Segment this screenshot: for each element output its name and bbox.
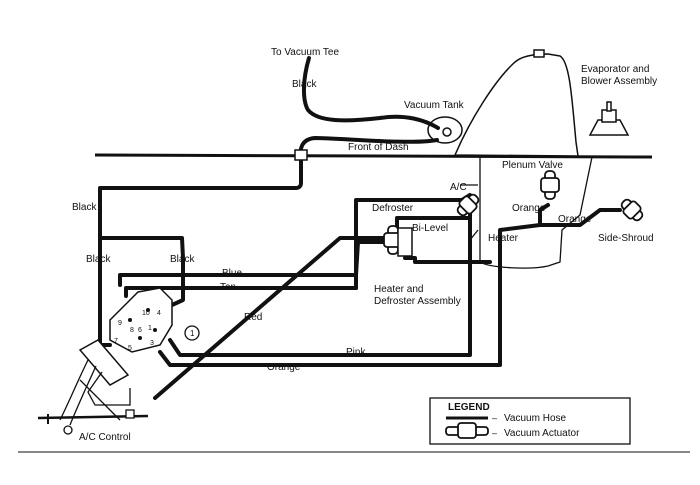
circle-1-marker: [184, 325, 200, 341]
heater-defroster-box: [397, 227, 413, 257]
ac-control-unit: [37, 339, 149, 435]
plenum-valve-actuator: [540, 170, 560, 200]
ac-actuator: [456, 193, 480, 217]
port-8-label: 8: [130, 327, 134, 334]
port-5-label: 5: [128, 345, 132, 352]
port-7-label: 7: [114, 338, 118, 345]
dash-grommet: [294, 149, 308, 161]
blower-stem: [606, 101, 612, 112]
label-black-top: Black: [292, 79, 317, 90]
side-shroud-actuator: [620, 198, 644, 222]
label-red: Red: [244, 312, 262, 323]
hose-network: [98, 56, 622, 400]
label-bi-level: Bi-Level: [412, 223, 448, 234]
label-evaporator-2: Blower Assembly: [581, 76, 657, 87]
label-plenum-valve: Plenum Valve: [502, 160, 563, 171]
vacuum-tank-port: [442, 127, 452, 137]
vacuum-switch: [109, 287, 173, 353]
label-heater: Heater: [488, 233, 519, 244]
label-front-of-dash: Front of Dash: [348, 142, 409, 153]
label-orange-bottom: Orange: [267, 362, 301, 373]
label-black-left-1: Black: [72, 202, 97, 213]
port-9-label: 9: [118, 320, 122, 327]
circle-1-label: 1: [190, 329, 195, 338]
blower-motor: [588, 119, 630, 136]
label-pink: Pink: [346, 347, 366, 358]
label-side-shroud: Side-Shroud: [598, 233, 654, 244]
label-to-vacuum-tee: To Vacuum Tee: [271, 47, 339, 58]
label-orange-plenum: Orange: [512, 203, 546, 214]
port-1-label: 1: [148, 325, 152, 332]
label-defroster: Defroster: [372, 203, 414, 214]
front-of-dash-line: [94, 153, 653, 159]
svg-text:–: –: [492, 413, 497, 423]
port-10-label: 10: [142, 310, 150, 317]
evaporator-top-nub: [533, 49, 545, 58]
port-3-label: 3: [150, 340, 154, 347]
label-tan: Tan: [220, 282, 236, 293]
label-black-right: Black: [170, 254, 195, 265]
label-heater-defroster-1: Heater and: [374, 284, 423, 295]
label-ac-control: A/C Control: [79, 432, 131, 443]
legend-actuator-label: Vacuum Actuator: [504, 428, 580, 439]
label-ac: A/C: [450, 182, 467, 193]
port-4-label: 4: [157, 310, 161, 317]
label-orange-side: Orange: [558, 214, 592, 225]
label-blue: Blue: [222, 268, 242, 279]
evaporator-housing: [453, 53, 579, 157]
label-vacuum-tank: Vacuum Tank: [404, 100, 465, 111]
label-black-left-2: Black: [86, 254, 111, 265]
legend-actuator-symbol: [445, 422, 489, 439]
legend-hose-label: Vacuum Hose: [504, 413, 567, 424]
svg-text:–: –: [492, 428, 497, 438]
blower-cap: [601, 109, 617, 123]
port-6-label: 6: [138, 327, 142, 334]
legend: LEGEND Vacuum Hose – – Vacuum Actuator: [429, 397, 631, 445]
label-evaporator-1: Evaporator and: [581, 64, 649, 75]
label-heater-defroster-2: Defroster Assembly: [374, 296, 461, 307]
legend-title: LEGEND: [448, 402, 490, 413]
